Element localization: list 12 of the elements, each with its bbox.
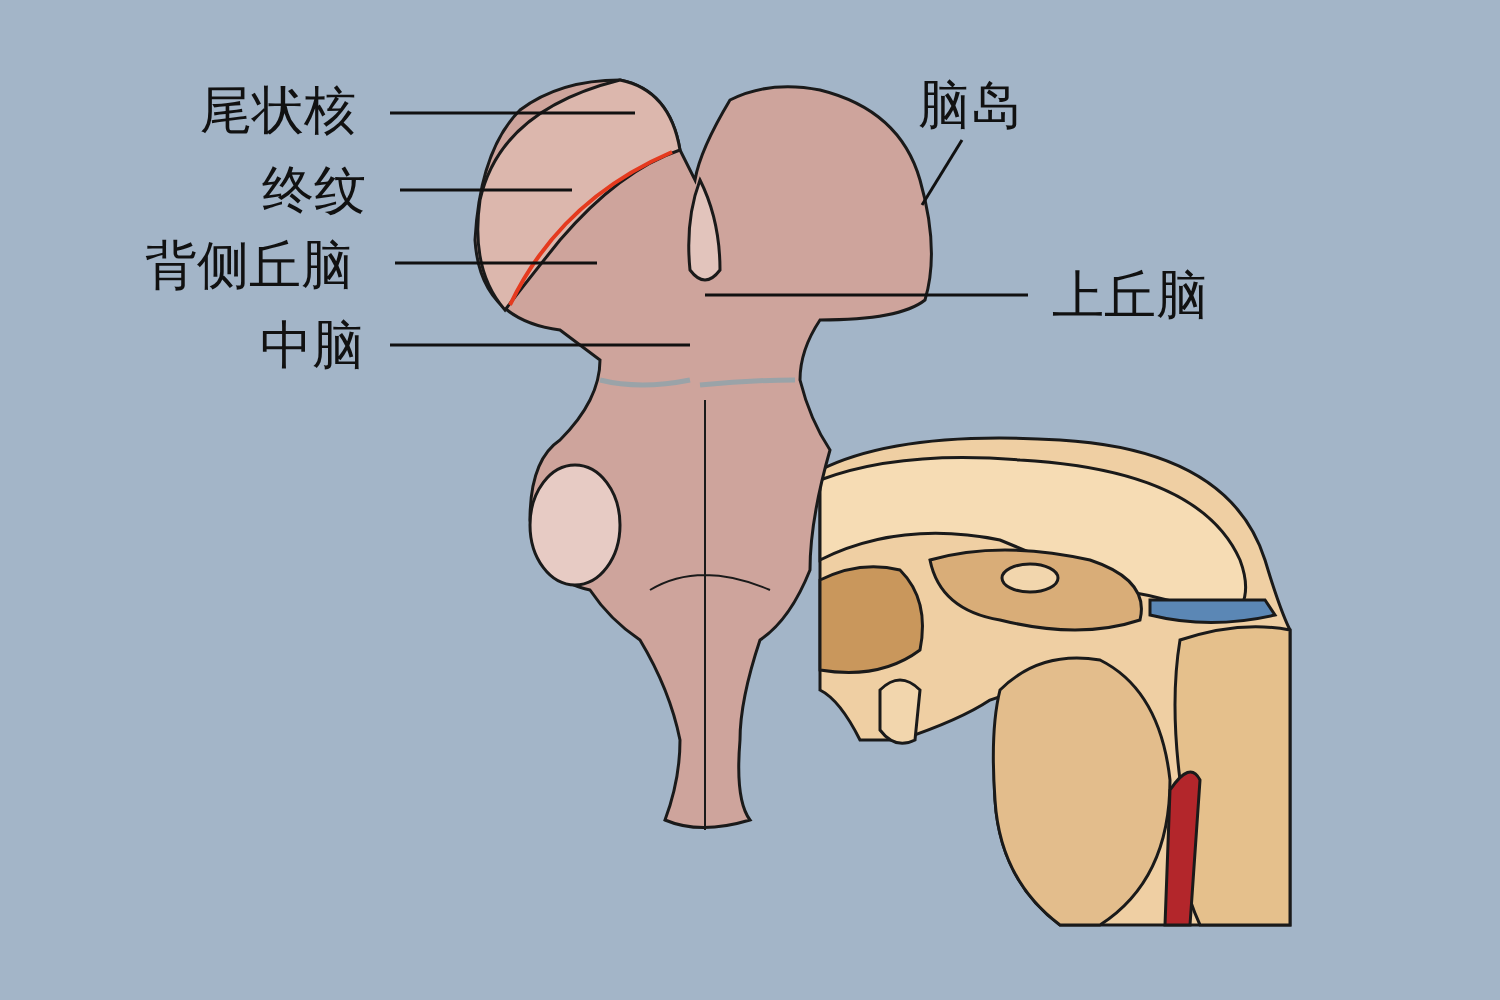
- part-label: 上丘脑: [1052, 265, 1208, 325]
- part-label: 脑岛: [918, 75, 1022, 135]
- leader-line: [390, 111, 635, 115]
- leader-line: [920, 139, 964, 206]
- part-label: 尾状核: [200, 80, 356, 140]
- part-label: 背侧丘脑: [145, 235, 353, 295]
- leader-line: [390, 343, 690, 347]
- part-label: 终纹: [262, 160, 366, 220]
- leader-line: [400, 188, 572, 192]
- leader-line: [395, 261, 597, 265]
- leader-line: [705, 293, 1028, 297]
- part-label: 中脑: [260, 315, 364, 375]
